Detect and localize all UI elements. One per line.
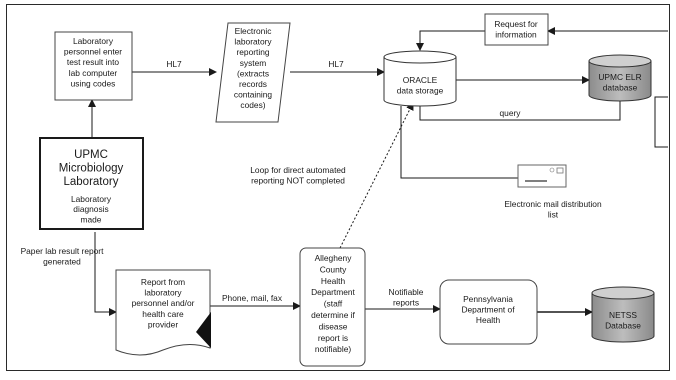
arrow-paper-to-report [94,232,117,316]
line-oracle-to-email [400,106,518,179]
label-phone-mail-fax: Phone, mail, fax [222,293,283,303]
arrow-request-to-oracle [416,30,485,51]
label-query: query [500,108,522,118]
query-line [419,98,621,121]
email-envelope-icon [517,164,567,188]
arrow-loop-dashed [339,102,414,249]
connectors [88,27,668,316]
partial-box-right-edge [654,96,668,148]
label-hl7-1: HL7 [166,59,182,69]
label-hl7-2: HL7 [328,59,344,69]
